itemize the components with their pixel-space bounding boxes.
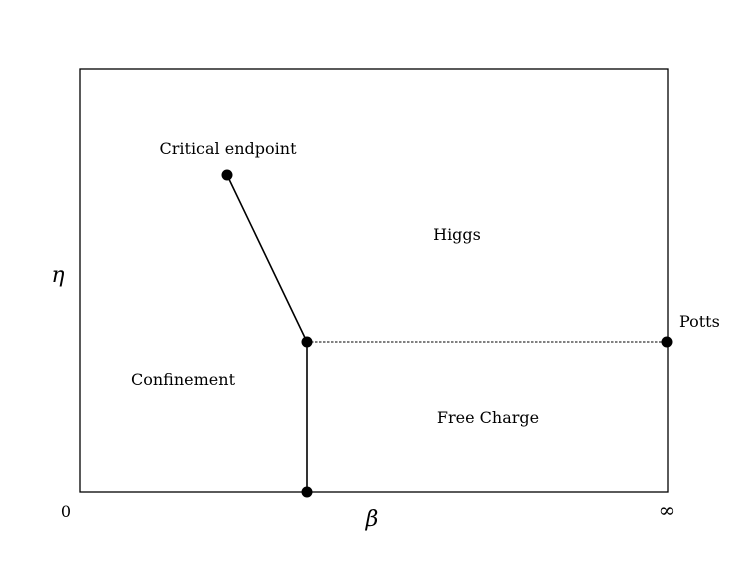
- potts-point-dot: [661, 336, 673, 348]
- plot-frame: [79, 68, 669, 493]
- confinement-region-label: Confinement: [131, 370, 236, 389]
- x-axis-label: β: [365, 507, 379, 532]
- potts-label: Potts: [679, 312, 720, 331]
- critical-endpoint-dot: [221, 169, 233, 181]
- higgs-region-label: Higgs: [433, 225, 481, 244]
- x-max-label: ∞: [659, 498, 676, 522]
- y-axis-label: η: [51, 263, 64, 288]
- x-min-label: 0: [61, 502, 71, 521]
- critical-endpoint-label: Critical endpoint: [160, 139, 298, 158]
- confinement-higgs-boundary: [226, 174, 308, 343]
- triple-point-dot: [301, 336, 313, 348]
- free-charge-region-label: Free Charge: [437, 408, 539, 427]
- axis-point-dot: [301, 486, 313, 498]
